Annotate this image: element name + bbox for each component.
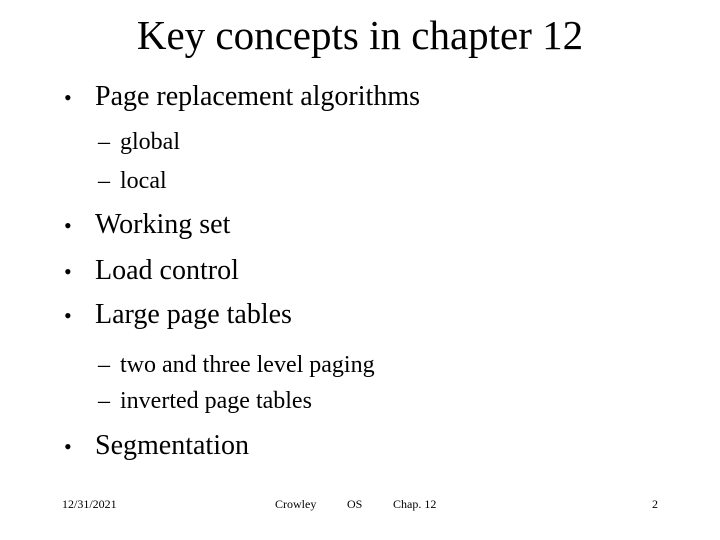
- list-item-text: local: [120, 168, 167, 194]
- list-item-text: Page replacement algorithms: [95, 81, 420, 112]
- bullet-marker-icon: •: [64, 213, 72, 238]
- bullet-marker-icon: •: [64, 259, 72, 284]
- list-item: • Load control: [0, 254, 720, 289]
- footer-date: 12/31/2021: [62, 497, 117, 511]
- dash-marker-icon: –: [98, 352, 110, 378]
- list-item: – inverted page tables: [0, 386, 720, 416]
- footer-author: Crowley: [275, 497, 317, 511]
- footer-course: OS: [347, 497, 363, 511]
- list-item-text: Load control: [95, 255, 239, 286]
- slide-title: Key concepts in chapter 12: [136, 12, 584, 58]
- footer-page-number: 2: [652, 497, 658, 511]
- list-item-text: two and three level paging: [120, 352, 375, 378]
- list-item-text: Large page tables: [95, 299, 292, 330]
- list-item: – local: [0, 166, 720, 196]
- list-item: – global: [0, 127, 720, 157]
- bullet-marker-icon: •: [64, 85, 72, 110]
- list-item-text: global: [120, 129, 180, 155]
- list-item: • Page replacement algorithms: [0, 80, 720, 115]
- list-item-text: Working set: [95, 209, 231, 240]
- list-item: • Large page tables: [0, 298, 720, 333]
- bullet-marker-icon: •: [64, 303, 72, 328]
- list-item: • Working set: [0, 208, 720, 243]
- list-item: – two and three level paging: [0, 350, 720, 380]
- dash-marker-icon: –: [98, 388, 110, 414]
- list-item-text: inverted page tables: [120, 388, 312, 414]
- bullet-marker-icon: •: [64, 434, 72, 459]
- footer-chapter: Chap. 12: [393, 497, 437, 511]
- bullet-list: • Page replacement algorithms – global –…: [0, 80, 720, 464]
- dash-marker-icon: –: [98, 129, 110, 155]
- dash-marker-icon: –: [98, 168, 110, 194]
- list-item: • Segmentation: [0, 429, 720, 464]
- list-item-text: Segmentation: [95, 430, 249, 461]
